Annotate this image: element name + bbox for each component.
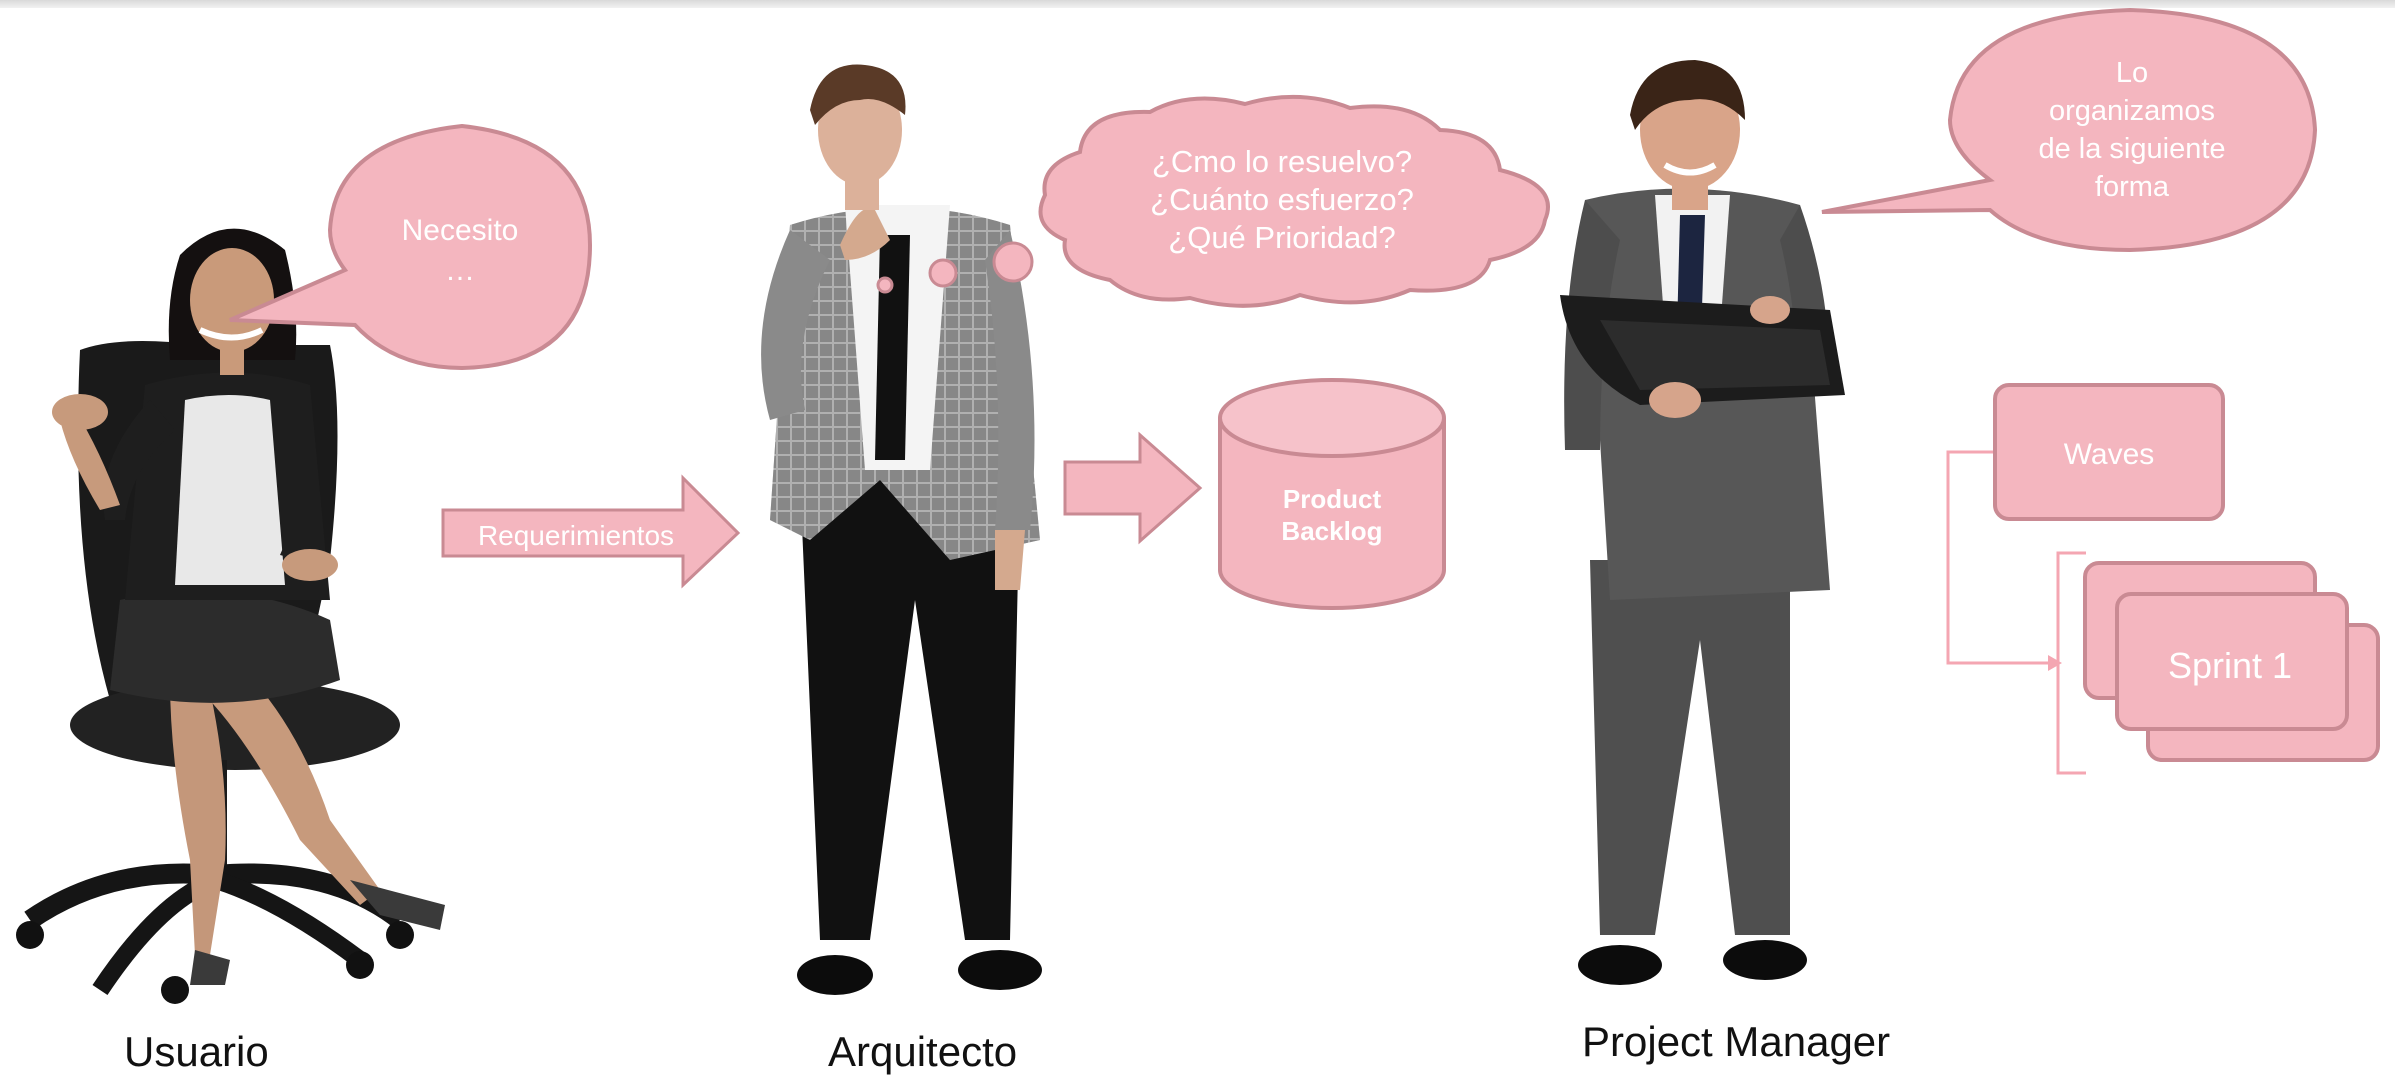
arquitecto-thought-cloud: ¿Cmo lo resuelvo? ¿Cuánto esfuerzo? ¿Qué… bbox=[876, 94, 1550, 308]
pm-bubble-line-1: Lo bbox=[2116, 57, 2148, 89]
backlog-label-line-1: Product bbox=[1283, 484, 1382, 514]
product-backlog-cylinder: Product Backlog bbox=[1218, 378, 1446, 610]
waves-label: Waves bbox=[2064, 438, 2155, 471]
pm-figure bbox=[1560, 60, 1845, 985]
top-divider bbox=[0, 0, 2395, 8]
usuario-figure bbox=[16, 228, 445, 1004]
arquitecto-cloud-line-3: ¿Qué Prioridad? bbox=[1168, 220, 1395, 255]
usuario-bubble-line-1: Necesito bbox=[402, 214, 519, 247]
waves-box: Waves bbox=[1993, 383, 2225, 521]
hierarchy-connector bbox=[1946, 450, 2086, 775]
usuario-speech-bubble: Necesito … bbox=[229, 123, 593, 371]
pm-speech-bubble: Lo organizamos de la siguiente forma bbox=[1821, 7, 2318, 253]
arquitecto-label: Arquitecto bbox=[828, 1028, 1018, 1075]
to-backlog-arrow bbox=[1063, 431, 1203, 545]
backlog-label-line-2: Backlog bbox=[1281, 516, 1382, 546]
sprint-label: Sprint 1 bbox=[2168, 645, 2292, 686]
arquitecto-cloud-line-1: ¿Cmo lo resuelvo? bbox=[1152, 144, 1412, 179]
pm-bubble-line-4: forma bbox=[2095, 171, 2170, 203]
pm-bubble-line-2: organizamos bbox=[2049, 95, 2215, 127]
arquitecto-figure bbox=[761, 64, 1042, 995]
requerimientos-label: Requerimientos bbox=[478, 520, 674, 551]
arquitecto-cloud-line-2: ¿Cuánto esfuerzo? bbox=[1150, 182, 1414, 217]
pm-bubble-line-3: de la siguiente bbox=[2038, 133, 2225, 165]
usuario-label: Usuario bbox=[124, 1028, 269, 1075]
project-manager-label: Project Manager bbox=[1582, 1018, 1891, 1065]
sprint-stack: Sprint 1 bbox=[2083, 561, 2380, 762]
usuario-bubble-line-2: … bbox=[445, 254, 475, 287]
requerimientos-arrow: Requerimientos bbox=[441, 474, 741, 589]
